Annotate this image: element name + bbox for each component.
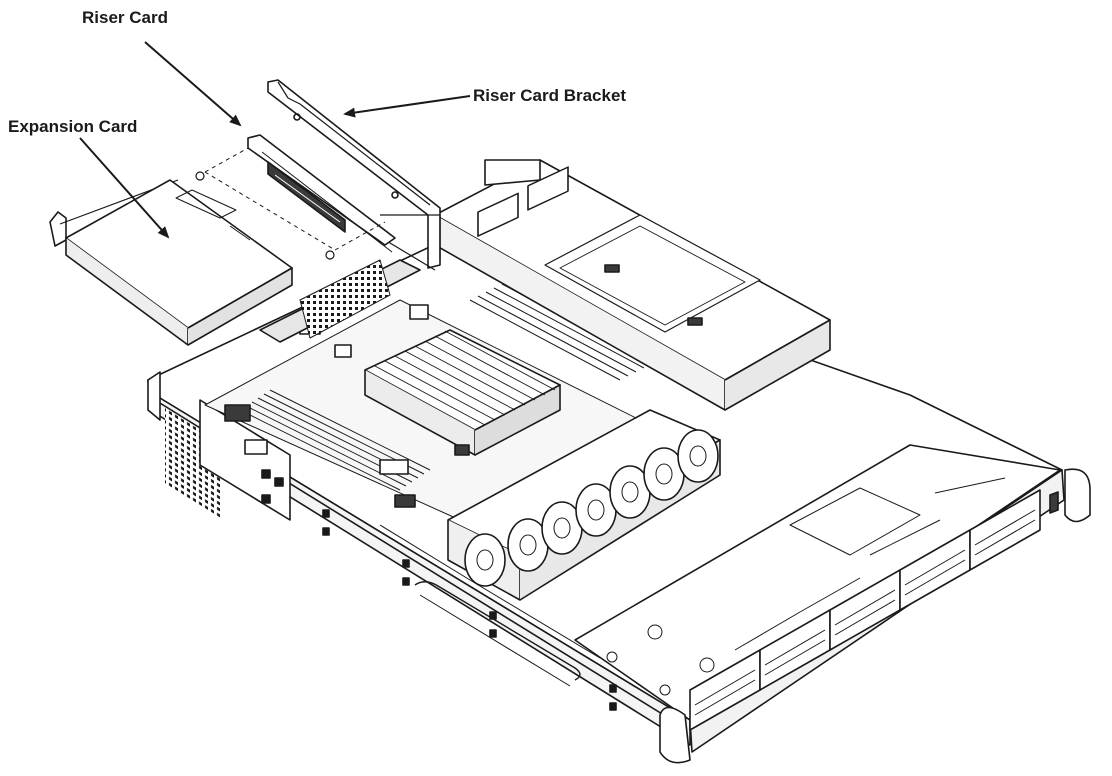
screw-icons — [195, 171, 335, 260]
riser-card-bracket — [267, 79, 441, 271]
label-expansion-card: Expansion Card — [8, 117, 138, 136]
power-supply — [434, 159, 831, 411]
arrow-riser-card-bracket — [343, 95, 471, 118]
fan-array — [447, 409, 721, 601]
motherboard — [204, 259, 661, 521]
leader-arrows — [79, 41, 471, 239]
arrow-riser-card — [144, 41, 242, 127]
arrow-expansion-card — [79, 137, 170, 239]
drive-bays — [574, 444, 1091, 764]
alignment-guides — [204, 147, 386, 251]
label-riser-card-bracket: Riser Card Bracket — [473, 86, 627, 105]
riser-card — [247, 134, 396, 253]
label-riser-card: Riser Card — [82, 8, 168, 27]
expansion-card — [49, 179, 293, 346]
